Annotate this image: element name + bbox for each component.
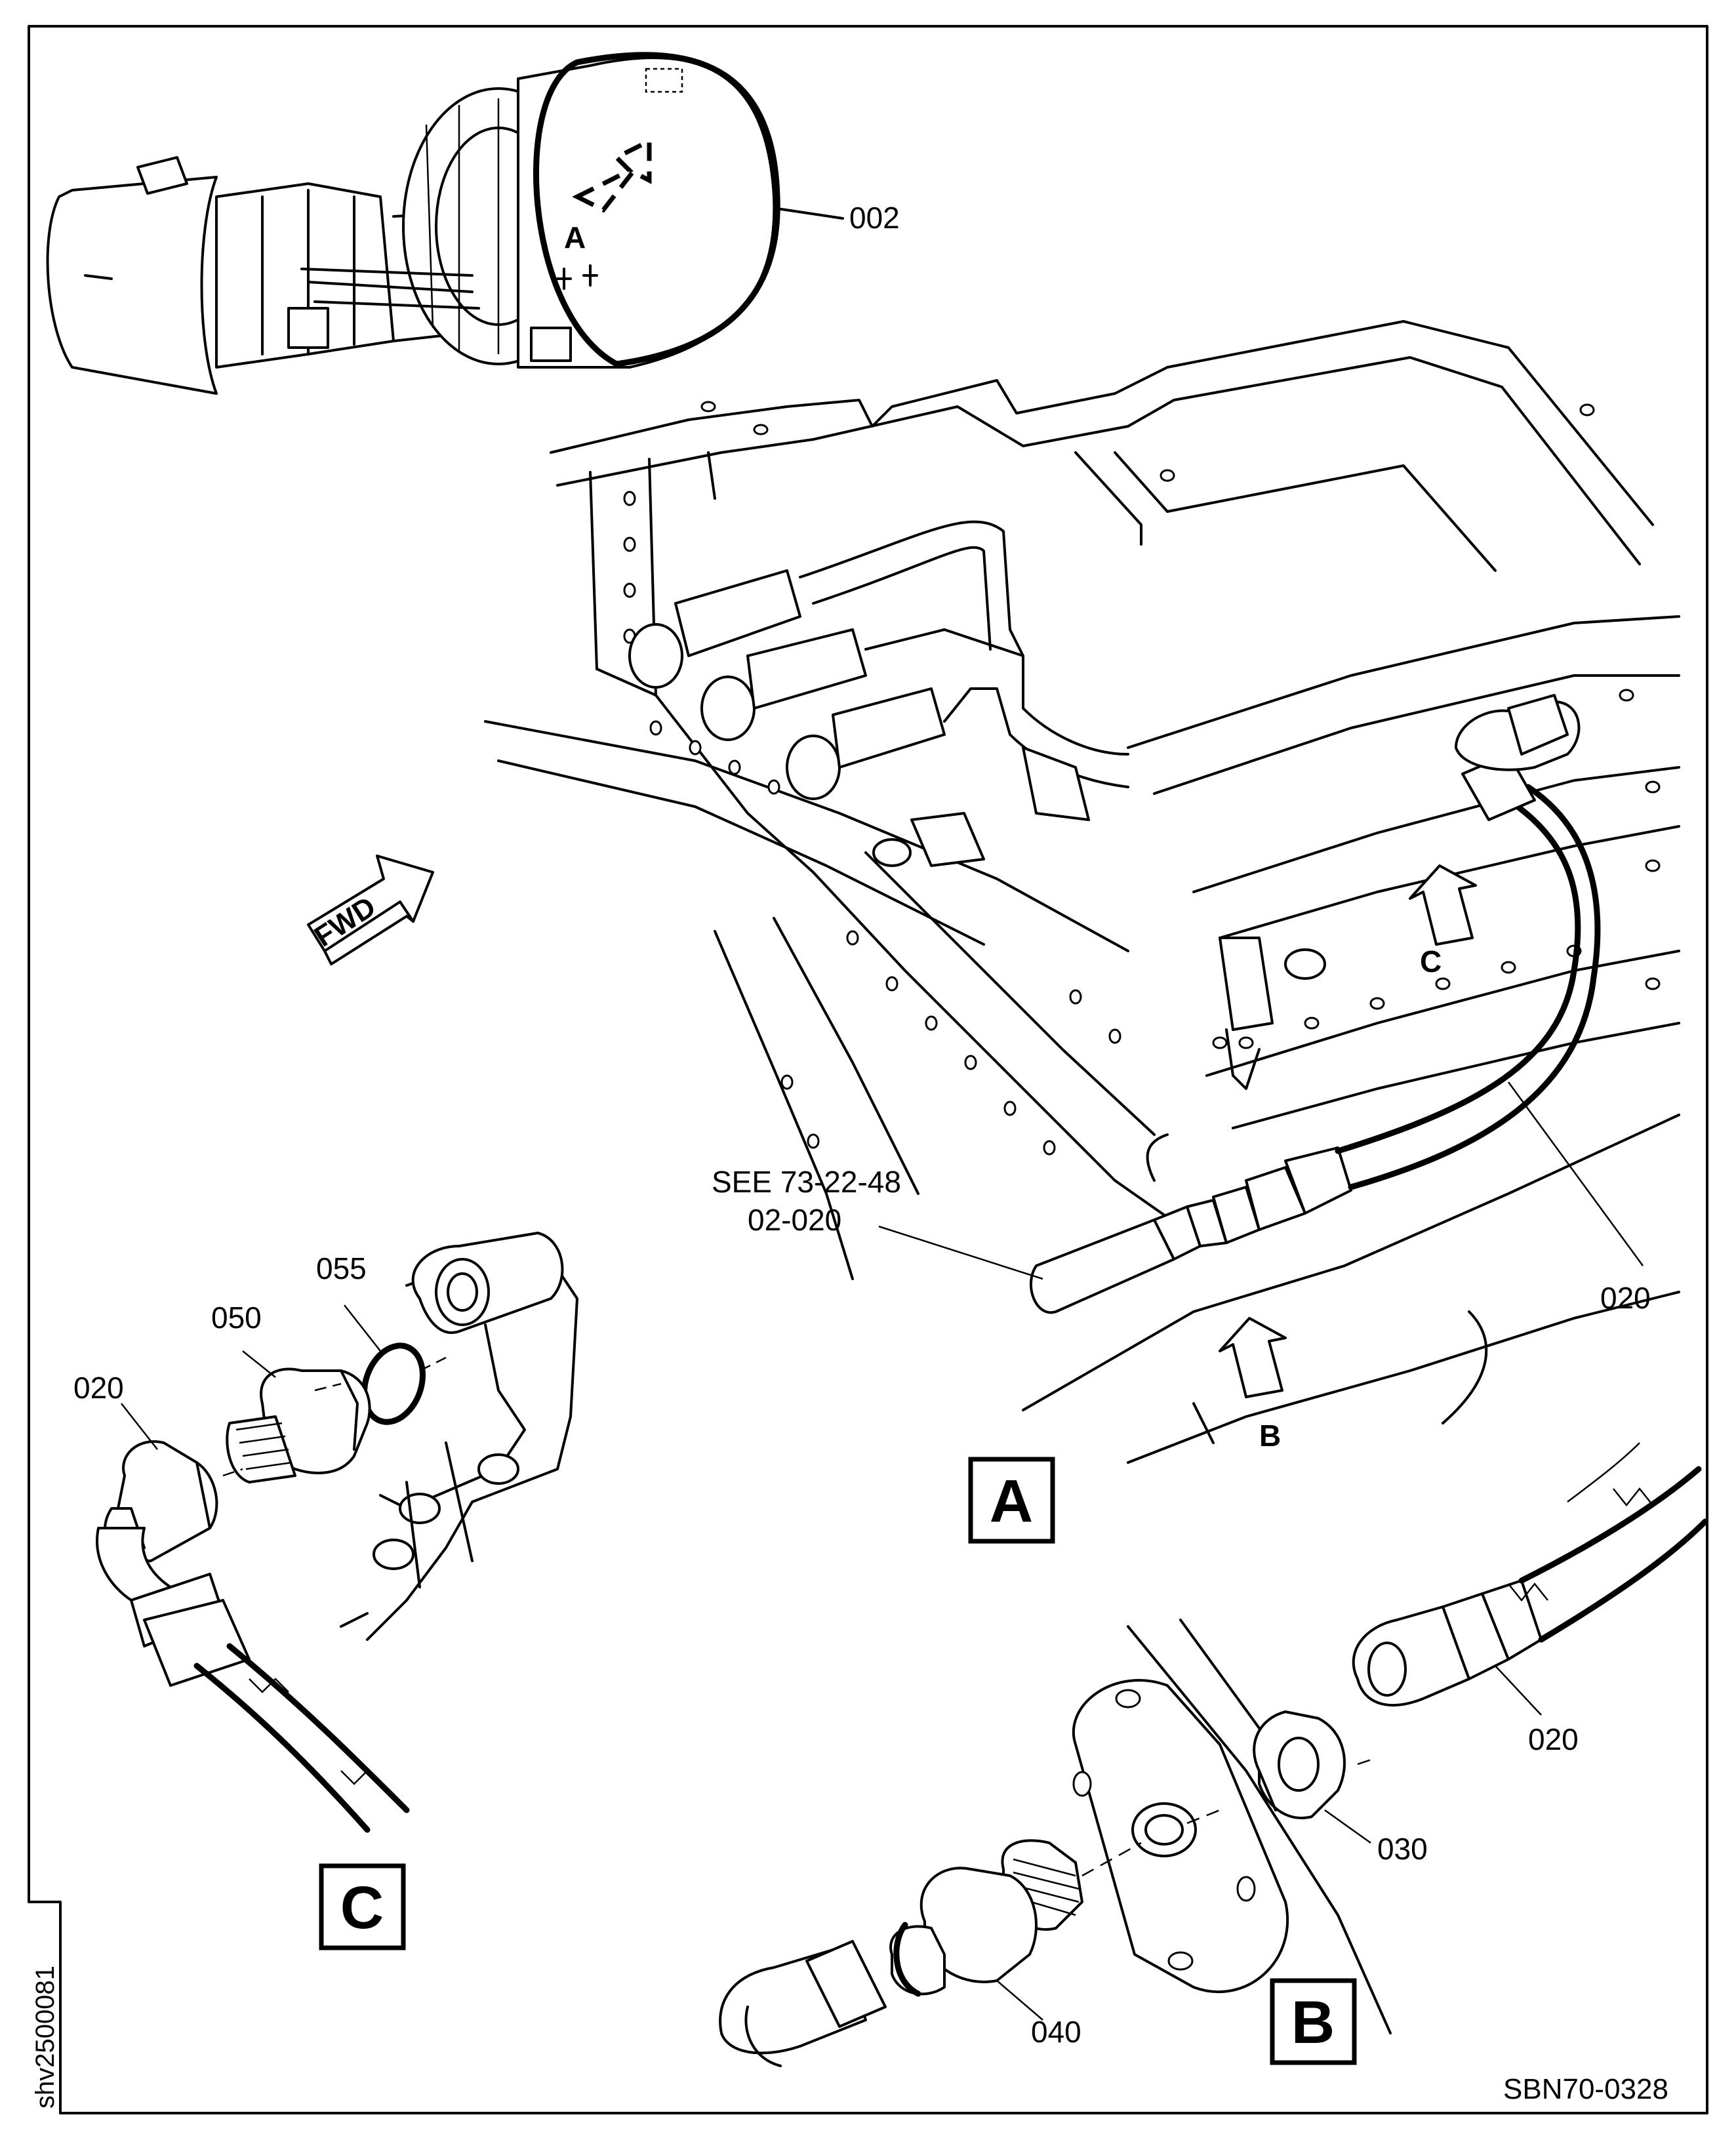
view-c-caption: C [340,1874,384,1941]
view-c-arrow [1409,864,1477,946]
view-c-arrow-letter: C [1420,944,1442,979]
view-b-callout-020: 020 [1528,1722,1579,1756]
side-id: shv2500081 [31,1966,60,2109]
reference-line-1: SEE 73-22-48 [712,1165,901,1199]
view-b-arrow-letter: B [1259,1419,1281,1453]
view-b-caption-box [1270,1978,1357,2065]
view-b-detail [719,1442,1708,2067]
reference-line-2: 02-020 [748,1203,841,1237]
view-c-detail [96,1232,578,1833]
view-a-callout-020: 020 [1600,1281,1651,1315]
view-a-caption: A [990,1468,1033,1535]
view-c-callout-050: 050 [211,1301,262,1335]
view-a-locator-arrow [572,137,652,213]
view-b-callout-040: 040 [1031,2015,1081,2049]
fwd-arrow: FWD [307,855,434,965]
view-a-caption-box [968,1457,1055,1544]
view-c-caption-box [319,1863,406,1950]
packing-055 [361,1343,426,1425]
view-c-callout-055: 055 [316,1251,367,1285]
view-c-callout-020: 020 [73,1371,124,1405]
view-b-arrow [1219,1317,1287,1398]
view-a-structure [484,320,1680,1464]
view-a-locator-letter: A [564,220,586,254]
sheet-id: SBN70-0328 [1503,2073,1668,2105]
view-b-callout-030: 030 [1377,1832,1428,1866]
frame-border [28,25,1708,2114]
callout-002: 002 [849,201,900,235]
engine-locator [46,52,844,395]
view-b-caption: B [1291,1989,1335,2056]
